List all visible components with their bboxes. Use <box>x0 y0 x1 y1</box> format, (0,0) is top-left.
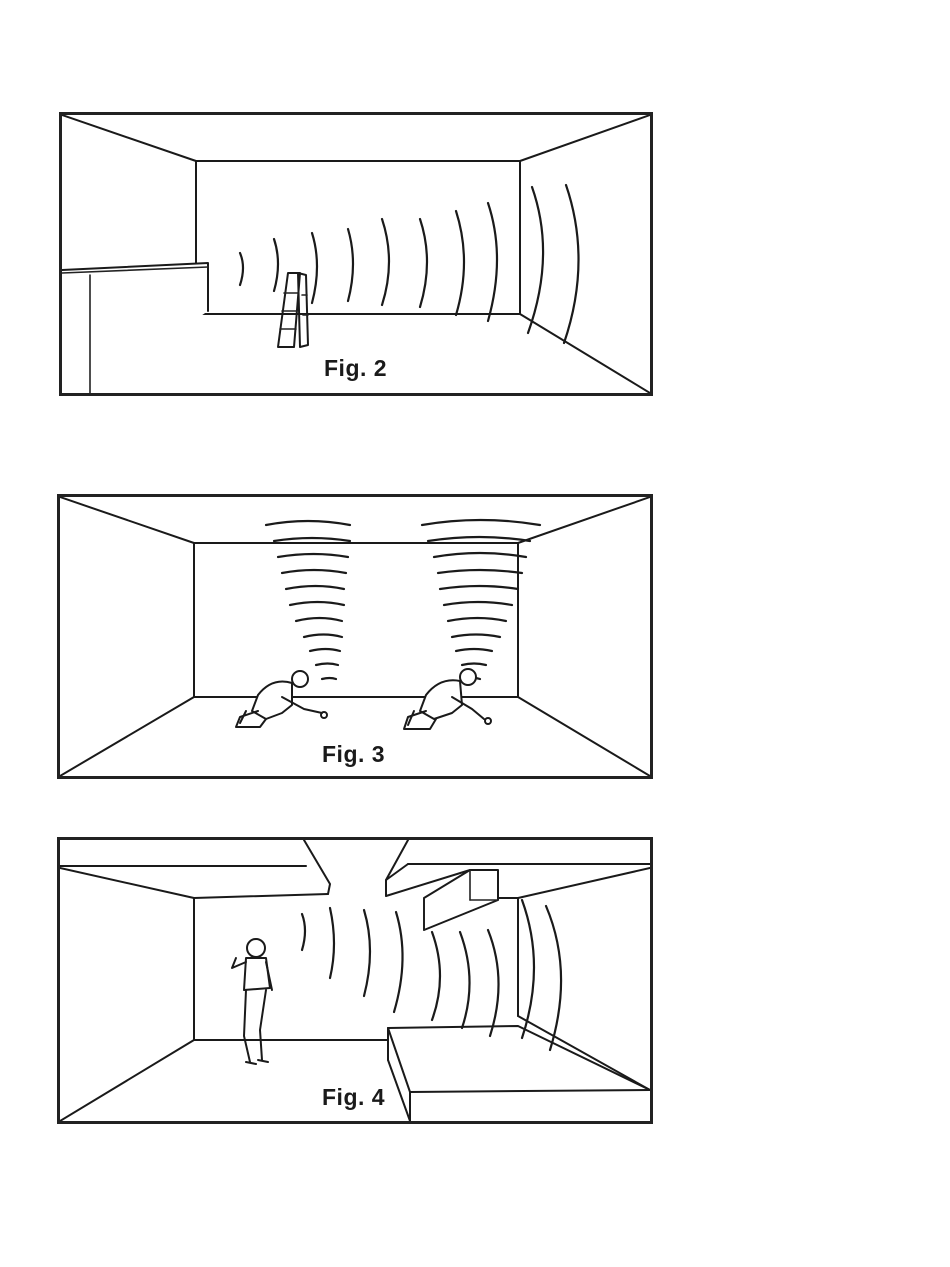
figure-2-panel: Fig. 2 <box>59 112 653 396</box>
stepladder <box>278 273 308 347</box>
platform <box>388 1026 650 1121</box>
standing-person <box>232 939 272 1064</box>
floor-right-edge <box>520 314 650 393</box>
sound-waves-left <box>266 521 350 679</box>
ceiling-left-edge <box>62 115 196 161</box>
ceiling-left-edge <box>60 497 194 543</box>
figure-3-caption: Fig. 3 <box>322 741 385 768</box>
back-wall <box>196 161 520 314</box>
ceiling-soffits <box>60 840 650 930</box>
figure-4-caption: Fig. 4 <box>322 1084 385 1111</box>
figure-3-drawing <box>60 497 650 776</box>
ceiling-right-edge <box>518 497 650 543</box>
floor-right-edge <box>518 697 650 776</box>
floor-left-edge <box>60 697 194 776</box>
figure-2-caption: Fig. 2 <box>324 355 387 382</box>
figure-2-drawing <box>62 115 650 393</box>
kneeling-person-left <box>236 671 327 727</box>
floor-left-edge <box>60 1040 194 1121</box>
figure-4-panel: Fig. 4 <box>57 837 653 1124</box>
ceiling-right-edge <box>520 115 650 161</box>
figure-4-drawing <box>60 840 650 1121</box>
figure-3-panel: Fig. 3 <box>57 494 653 779</box>
